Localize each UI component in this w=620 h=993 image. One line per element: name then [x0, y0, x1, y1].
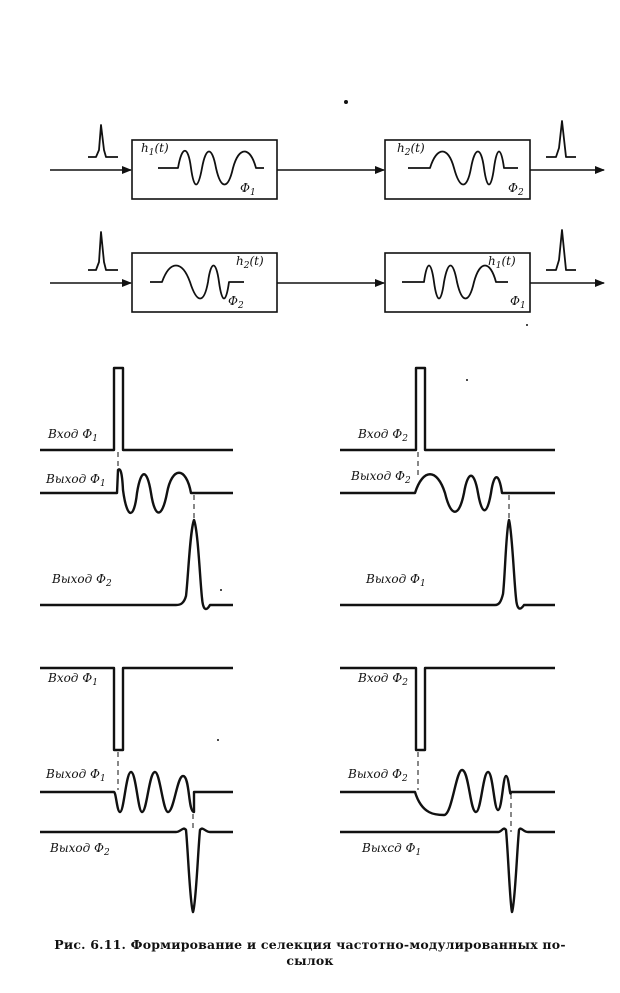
output1-chirp-waveform [340, 768, 555, 817]
input-label: Вход Ф1 [47, 427, 98, 444]
output2-compressed-pulse [40, 518, 233, 611]
print-speck [220, 589, 222, 591]
output1-chirp-waveform [340, 473, 555, 513]
input-label: Вход Ф2 [357, 671, 408, 688]
output1-chirp-waveform [40, 468, 233, 514]
caption-line-2: сылок [286, 953, 334, 968]
input-pulse-waveform [40, 666, 233, 752]
output2-compressed-pulse [40, 827, 233, 914]
output2-compressed-pulse [340, 518, 555, 610]
output-pulse-icon [546, 229, 576, 271]
input-pulse-waveform [40, 366, 233, 452]
output2-label: Выход Ф2 [49, 841, 110, 858]
caption-line-1: Рис. 6.11. Формирование и селекция часто… [54, 937, 566, 952]
output1-label: Выход Ф2 [347, 767, 408, 784]
output1-chirp-waveform [40, 770, 233, 814]
print-speck [217, 739, 219, 741]
output1-label: Выход Ф2 [350, 469, 411, 486]
filter-label: Ф2 [228, 294, 244, 311]
input-label: Вход Ф1 [47, 671, 98, 688]
figure-caption: Рис. 6.11. Формирование и селекция часто… [0, 937, 620, 969]
output2-label: Выхсд Ф1 [361, 841, 421, 858]
filter-label: Ф1 [240, 181, 256, 198]
input-label: Вход Ф2 [357, 427, 408, 444]
input-pulse-icon [88, 124, 118, 158]
impulse-response-label: h1(t) [141, 141, 169, 158]
timing-panel-d: Вход Ф2 Выход Ф2 Выхсд Ф1 [340, 666, 555, 914]
timing-panel-b: Вход Ф2 Выход Ф2 Выход Ф1 [340, 366, 555, 610]
output1-label: Выход Ф1 [45, 472, 106, 489]
impulse-response-label: h2(t) [397, 141, 425, 158]
filter-label: Ф1 [510, 294, 526, 311]
output2-label: Выход Ф2 [51, 572, 112, 589]
signal-chain-row-2: h2(t) Ф2 h1(t) Ф1 [50, 229, 605, 313]
impulse-response-waveform [408, 150, 518, 186]
timing-panel-c: Вход Ф1 Выход Ф1 Выход Ф2 [40, 666, 233, 914]
input-pulse-icon [88, 231, 118, 271]
output-pulse-icon [546, 120, 576, 158]
impulse-response-label: h2(t) [236, 254, 264, 271]
filter-label: Ф2 [508, 181, 524, 198]
print-speck [466, 379, 468, 381]
input-pulse-waveform [340, 366, 555, 452]
input-pulse-waveform [340, 666, 555, 752]
timing-panel-a: Вход Ф1 Выход Ф1 Выход Ф2 [40, 366, 233, 611]
signal-chain-row-1: h1(t) Ф1 h2(t) Ф2 [50, 120, 605, 200]
impulse-response-waveform [158, 149, 264, 186]
impulse-response-label: h1(t) [488, 254, 516, 271]
impulse-response-waveform [150, 264, 244, 300]
output2-compressed-pulse [340, 827, 555, 914]
print-speck [526, 324, 528, 326]
impulse-response-waveform [402, 264, 508, 300]
output2-label: Выход Ф1 [365, 572, 426, 589]
output1-label: Выход Ф1 [45, 767, 106, 784]
print-speck [344, 100, 348, 104]
